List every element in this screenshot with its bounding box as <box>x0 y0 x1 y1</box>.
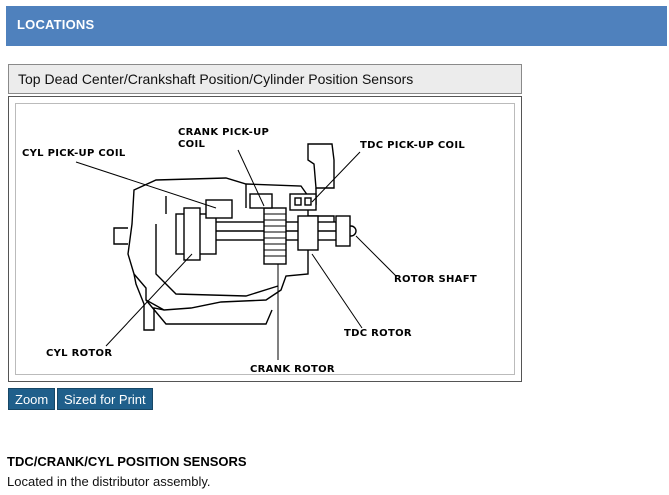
label-crank-pickup-coil-2: COIL <box>178 139 205 150</box>
tdc-rotor-shape <box>297 215 319 251</box>
diagram-inner-border: CRANK PICK-UP COIL CYL PICK-UP COIL TDC … <box>15 103 515 375</box>
section-header-bar: LOCATIONS <box>6 6 667 46</box>
sensor-location-text: Located in the distributor assembly. <box>7 474 211 489</box>
label-cyl-pickup-coil: CYL PICK-UP COIL <box>22 148 126 159</box>
cyl-pickup-coil-shape <box>205 199 233 219</box>
label-rotor-shaft: ROTOR SHAFT <box>394 274 477 285</box>
figure-caption: Top Dead Center/Crankshaft Position/Cyli… <box>18 71 414 87</box>
sized-for-print-button[interactable]: Sized for Print <box>57 388 153 410</box>
label-tdc-pickup-coil: TDC PICK-UP COIL <box>360 140 465 151</box>
distributor-diagram: CRANK PICK-UP COIL CYL PICK-UP COIL TDC … <box>22 127 477 374</box>
top-bracket <box>307 143 335 189</box>
left-collar <box>133 273 165 331</box>
label-tdc-rotor: TDC ROTOR <box>344 328 412 339</box>
housing-outline <box>127 177 335 311</box>
diagram-frame: CRANK PICK-UP COIL CYL PICK-UP COIL TDC … <box>8 96 522 382</box>
crank-pickup-coil-shape <box>249 193 273 209</box>
zoom-button[interactable]: Zoom <box>8 388 56 410</box>
label-crank-rotor: CRANK ROTOR <box>250 364 335 374</box>
label-cyl-rotor: CYL ROTOR <box>46 348 112 359</box>
sensor-heading: TDC/CRANK/CYL POSITION SENSORS <box>7 454 247 469</box>
section-title: LOCATIONS <box>17 17 95 32</box>
figure-caption-box: Top Dead Center/Crankshaft Position/Cyli… <box>8 64 522 94</box>
label-crank-pickup-coil-1: CRANK PICK-UP <box>178 127 269 138</box>
